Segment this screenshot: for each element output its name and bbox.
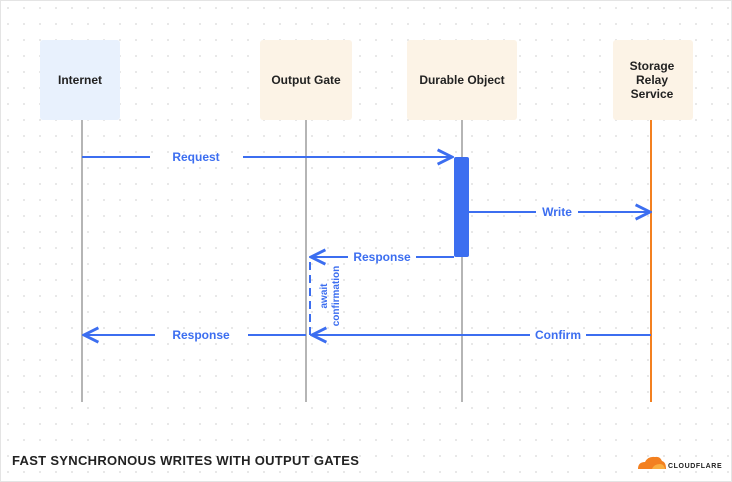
confirmation-label: confirmation bbox=[331, 266, 342, 327]
diagram-title: FAST SYNCHRONOUS WRITES WITH OUTPUT GATE… bbox=[12, 453, 359, 468]
participant-label: Relay bbox=[636, 73, 668, 87]
participant-label: Internet bbox=[58, 73, 102, 87]
response-client-label: Response bbox=[172, 328, 230, 342]
response-do-label: Response bbox=[353, 250, 411, 264]
participant-output-gate: Output Gate bbox=[260, 40, 352, 120]
participant-durable-object: Durable Object bbox=[407, 40, 517, 120]
confirm-label: Confirm bbox=[535, 328, 581, 342]
await-label: await bbox=[319, 283, 330, 309]
cloudflare-logo: CLOUDFLARE bbox=[638, 456, 722, 470]
activation-bar bbox=[454, 157, 469, 257]
write-label: Write bbox=[542, 205, 572, 219]
request-label: Request bbox=[172, 150, 219, 164]
participant-internet: Internet bbox=[40, 40, 120, 120]
participant-label: Storage bbox=[630, 59, 675, 73]
cloudflare-wordmark: CLOUDFLARE bbox=[668, 463, 722, 470]
participant-label: Durable Object bbox=[419, 73, 504, 87]
participant-label: Output Gate bbox=[271, 73, 341, 87]
participant-label: Service bbox=[631, 87, 674, 101]
participant-storage-relay-service: Storage Relay Service bbox=[613, 40, 693, 120]
